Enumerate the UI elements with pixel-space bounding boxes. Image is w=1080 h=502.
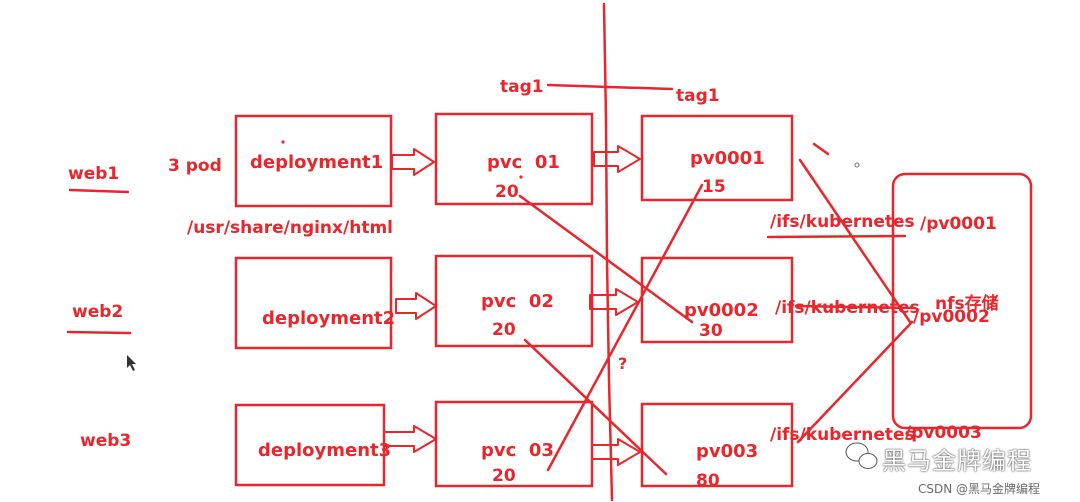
nfs-storage-box xyxy=(891,172,1033,430)
pv0002-size: 30 xyxy=(699,321,723,341)
map-line-pv0002-nfs xyxy=(794,304,916,310)
watermark-text: 黑马金牌编程 xyxy=(882,447,1032,475)
pv003-label: pv003 xyxy=(696,441,759,462)
tag1-label-right: tag1 xyxy=(676,86,720,106)
dot-mark xyxy=(519,175,523,179)
arrow-deploy3-pvc03 xyxy=(383,425,437,453)
pvc01-label: pvc 01 xyxy=(487,152,560,173)
nfs-path-3-base: /ifs/kubernetes xyxy=(770,425,915,445)
tag1-label-left: tag1 xyxy=(500,77,544,97)
tag-link-line xyxy=(546,83,674,91)
pv0002-label: pv0002 xyxy=(684,300,759,321)
pvc01-box xyxy=(434,112,594,206)
mouse-cursor-icon xyxy=(127,355,136,371)
pvc02-size: 20 xyxy=(492,320,516,340)
pvc02-label: pvc 02 xyxy=(481,291,554,312)
nfs-path-1-base: /ifs/kubernetes xyxy=(770,212,915,232)
nfs-path-1-sub: /pv0001 xyxy=(920,214,997,234)
map-line-pv003-nfs xyxy=(796,320,914,444)
pv0001-box xyxy=(640,114,794,202)
arrow-deploy2-pvc02 xyxy=(395,292,437,320)
csdn-credit: CSDN @黑马金牌编程 xyxy=(918,482,1041,496)
pv0001-size: 15 xyxy=(702,177,726,197)
pv003-box xyxy=(640,402,794,488)
mount-path-label: /usr/share/nginx/html xyxy=(187,218,393,238)
wechat-icon xyxy=(845,442,878,469)
map-line-pv0001-nfs xyxy=(798,158,912,324)
nfs-path-3-sub: /pv0003 xyxy=(905,423,982,443)
pv0001-label: pv0001 xyxy=(690,148,765,169)
map-line-pvc01-pv0002 xyxy=(518,194,694,324)
pvc03-size: 20 xyxy=(492,466,516,486)
map-line-pvc03-pv0001 xyxy=(546,183,704,472)
dot-mark xyxy=(281,140,285,144)
map-line-pvc02-pv003 xyxy=(523,338,668,476)
question-mark: ? xyxy=(618,354,628,373)
pv003-size: 80 xyxy=(696,471,720,491)
deployment3-label: deployment3 xyxy=(258,440,392,461)
pvc02-box xyxy=(434,254,594,348)
deployment2-box xyxy=(234,256,393,350)
arrow-pvc01-pv0001 xyxy=(593,145,641,173)
deployment2-label: deployment2 xyxy=(262,308,396,329)
vertical-divider-line xyxy=(602,2,614,502)
arrow-pvc03-pv003 xyxy=(591,438,641,466)
web1-underline xyxy=(68,188,130,194)
nfs-path-underline xyxy=(766,234,907,239)
nfs-path-2-base: /ifs/kubernetes xyxy=(775,298,920,318)
nfs-storage-label: nfs存储 xyxy=(935,294,999,314)
pvc01-size: 20 xyxy=(495,182,519,202)
arrow-deploy1-pvc01 xyxy=(391,148,435,176)
web3-label: web3 xyxy=(80,431,132,451)
pod-count-label: 3 pod xyxy=(168,156,222,176)
small-circle-mark xyxy=(854,162,860,168)
deployment1-label: deployment1 xyxy=(250,152,384,173)
pvc03-label: pvc 03 xyxy=(481,440,554,461)
nfs-path-2-sub: /pv0002 xyxy=(913,307,990,327)
pv0002-box xyxy=(640,256,794,344)
web2-label: web2 xyxy=(72,302,124,322)
arrow-pvc02-pv0002 xyxy=(589,288,639,316)
web1-label: web1 xyxy=(68,164,120,184)
web2-underline xyxy=(66,330,132,335)
tick-mark xyxy=(812,142,830,156)
